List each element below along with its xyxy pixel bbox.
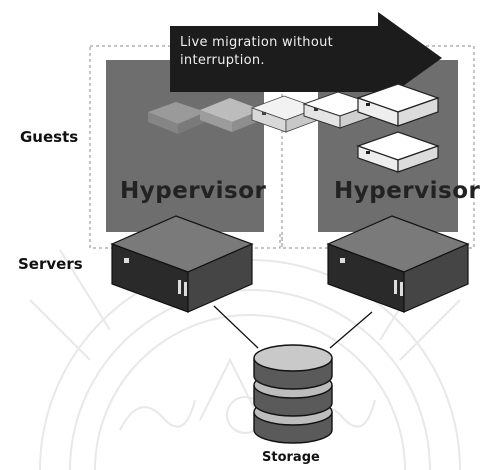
migration-banner-line1: Live migration without: [180, 35, 334, 50]
storage-label: Storage: [262, 450, 320, 465]
hypervisor-left-label: Hypervisor: [120, 178, 267, 204]
migration-banner-text: Live migration without interruption.: [180, 34, 333, 70]
guests-label: Guests: [20, 128, 79, 146]
migration-banner-line2: interruption.: [180, 53, 265, 68]
storage-cylinder-icon: [253, 344, 333, 444]
servers-label: Servers: [18, 255, 83, 273]
server-storage-link-left: [213, 305, 259, 349]
server-icon: [110, 215, 254, 313]
server-storage-link-right: [329, 311, 373, 349]
migration-arrow: [170, 12, 442, 104]
vm-icon: [356, 83, 440, 127]
hypervisor-right-label: Hypervisor: [334, 178, 481, 204]
vm-icon: [148, 102, 206, 134]
server-icon: [326, 215, 470, 313]
vm-icon: [356, 131, 440, 173]
